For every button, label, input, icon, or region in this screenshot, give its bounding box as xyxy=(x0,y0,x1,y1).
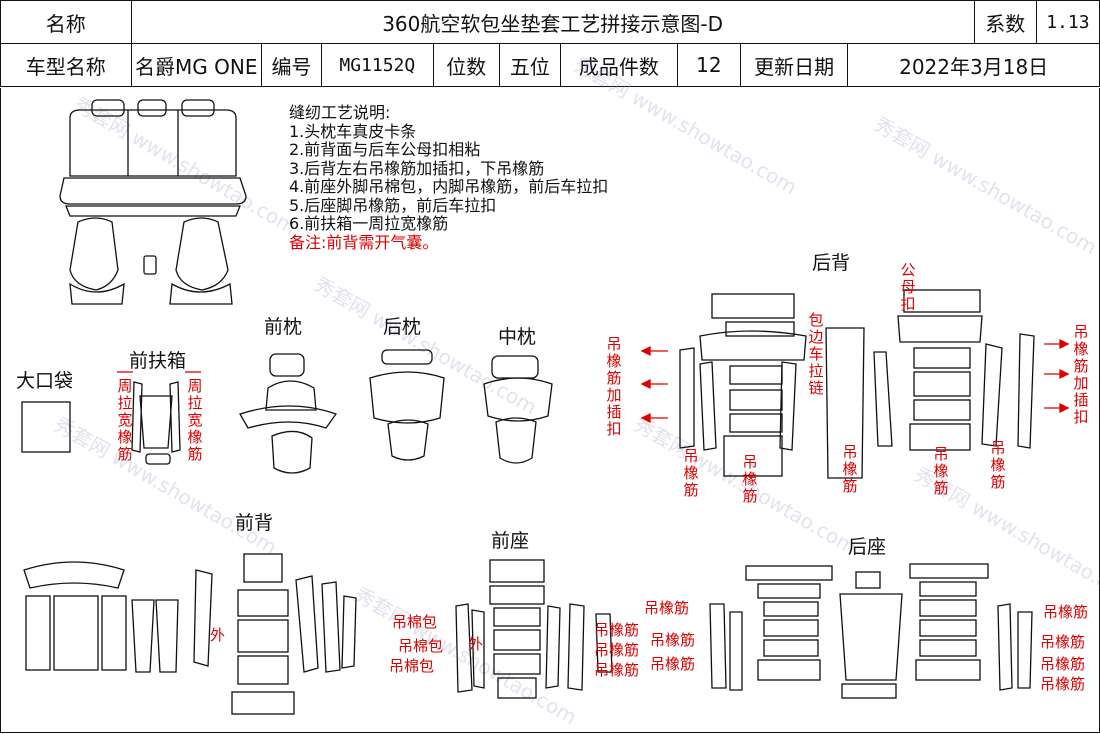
annotation-rubber-strap: 吊橡筋 xyxy=(1040,655,1086,673)
label-front-headrest: 前枕 xyxy=(264,316,303,338)
front-headrest-pieces xyxy=(239,353,338,474)
annotation-rubber-strap: 吊橡筋 xyxy=(683,447,699,499)
annotation-rubber-strap: 吊橡筋 xyxy=(990,439,1006,491)
front-seat-pieces xyxy=(455,559,613,699)
annotation-rubber-strap: 吊橡筋 xyxy=(742,453,758,505)
note-item: 3.后背左右吊橡筋加插扣，下吊橡筋 xyxy=(289,158,545,178)
note-item: 4.前座外脚吊棉包，内脚吊橡筋，前后车拉扣 xyxy=(289,177,609,196)
pieces-value: 12 xyxy=(676,43,741,87)
annotation-cotton-pad: 吊棉包 xyxy=(398,637,444,655)
middle-headrest-pieces xyxy=(483,355,553,464)
annotation-outer-side: 外 xyxy=(210,626,226,644)
annotation-rubber-strap: 吊橡筋 xyxy=(650,631,696,649)
sewing-notes: 缝纫工艺说明: 1.头枕车真皮卡条 2.前背面与后车公母扣相粘 3.后背左右吊橡… xyxy=(289,103,609,252)
rear-seat-pieces xyxy=(709,563,1033,699)
label-middle-headrest: 中枕 xyxy=(498,326,537,348)
rear-headrest-pieces xyxy=(369,349,445,461)
notes-remark: 备注:前背需开气囊。 xyxy=(289,232,439,252)
label-big-pocket: 大口袋 xyxy=(16,370,74,392)
header-table: 名称 360航空软包坐垫套工艺拼接示意图-D 系数 1.13 车型名称 名爵MG… xyxy=(0,0,1100,87)
label-rear-seat: 后座 xyxy=(848,536,887,558)
note-item: 1.头枕车真皮卡条 xyxy=(289,121,417,141)
annotation-rubber-strap: 吊橡筋 xyxy=(1043,603,1089,621)
annotation-rubber-strap: 吊橡筋 xyxy=(594,661,640,679)
note-item: 6.前扶箱一周拉宽橡筋 xyxy=(289,214,449,233)
note-item: 5.后座脚吊橡筋，前后车拉扣 xyxy=(289,195,497,215)
annotation-rubber-strap: 吊橡筋 xyxy=(594,621,640,639)
arrow-marks xyxy=(117,338,1070,424)
front-armrest-pieces xyxy=(131,381,181,465)
annotation-rear-back-left: 吊橡筋加插扣 xyxy=(606,335,622,438)
annotation-armrest-right: 周拉宽橡筋 xyxy=(187,377,203,463)
annotation-armrest-left: 周拉宽橡筋 xyxy=(117,377,133,463)
date-label: 更新日期 xyxy=(739,43,849,87)
label-front-seat: 前座 xyxy=(491,530,530,552)
annotation-rear-back-right: 吊橡筋加插扣 xyxy=(1073,323,1089,426)
annotation-rubber-strap: 吊橡筋 xyxy=(933,445,949,497)
name-label: 名称 xyxy=(0,0,132,44)
label-front-armrest: 前扶箱 xyxy=(129,350,187,372)
annotation-rubber-strap: 吊橡筋 xyxy=(644,599,690,617)
big-pocket-piece xyxy=(21,401,71,453)
coef-label: 系数 xyxy=(973,0,1037,44)
seats-value: 五位 xyxy=(498,43,561,87)
annotation-rubber-strap: 吊橡筋 xyxy=(842,443,858,495)
label-front-back: 前背 xyxy=(235,512,274,534)
page-title: 360航空软包坐垫套工艺拼接示意图-D xyxy=(130,0,975,44)
seat-overview-drawing xyxy=(59,99,247,305)
model-value: 名爵MG ONE xyxy=(130,43,263,87)
date-value: 2022年3月18日 xyxy=(847,43,1100,87)
front-back-pieces xyxy=(23,553,357,715)
annotation-edge-zipper: 包边车拉链 xyxy=(808,311,824,397)
code-label: 编号 xyxy=(261,43,323,87)
model-label: 车型名称 xyxy=(0,43,132,87)
label-rear-headrest: 后枕 xyxy=(383,316,422,338)
annotation-rubber-strap: 吊橡筋 xyxy=(1040,675,1086,693)
seats-label: 位数 xyxy=(432,43,500,87)
notes-heading: 缝纫工艺说明: xyxy=(289,103,391,122)
pieces-label: 成品件数 xyxy=(559,43,678,87)
annotation-rubber-strap: 吊橡筋 xyxy=(1040,633,1086,651)
annotation-male-female-snap: 公母扣 xyxy=(900,261,916,313)
rear-back-pieces xyxy=(679,289,1035,479)
annotation-rubber-strap: 吊橡筋 xyxy=(594,641,640,659)
annotation-cotton-pad: 吊棉包 xyxy=(389,657,435,675)
annotation-cotton-pad: 吊棉包 xyxy=(392,613,438,631)
annotation-outer-side: 外 xyxy=(468,635,484,653)
label-rear-back: 后背 xyxy=(812,252,851,274)
note-item: 2.前背面与后车公母扣相粘 xyxy=(289,140,481,159)
annotation-rubber-strap: 吊橡筋 xyxy=(650,655,696,673)
